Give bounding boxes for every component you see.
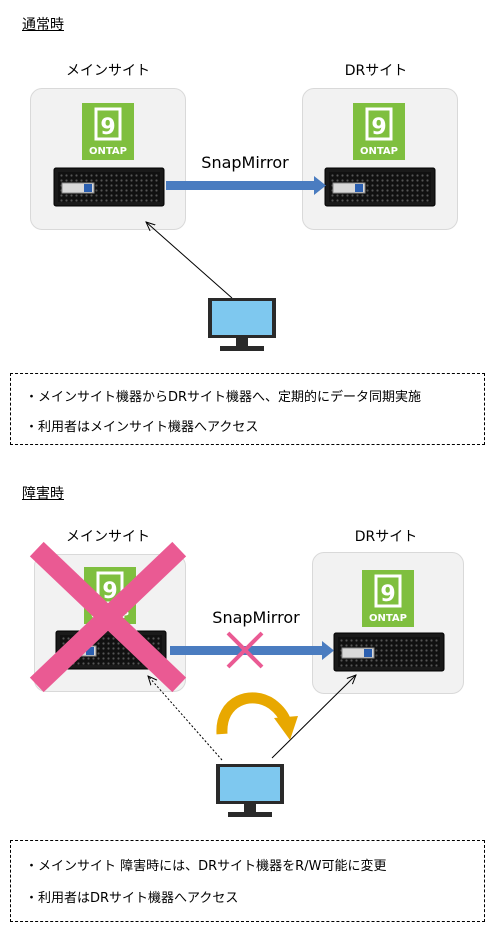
ontap-logo-number: 9 bbox=[371, 115, 386, 140]
failover-curved-arrow-icon bbox=[216, 692, 298, 740]
ontap-logo-icon: 9 ONTAP bbox=[362, 570, 414, 627]
ontap-logo-number: 9 bbox=[380, 582, 395, 607]
ontap-logo-icon: 9 ONTAP bbox=[82, 103, 134, 160]
monitor-icon bbox=[216, 764, 284, 817]
ontap-logo-icon: 9 ONTAP bbox=[353, 103, 405, 160]
ontap-logo-text: ONTAP bbox=[369, 613, 407, 624]
note-line: ・メインサイト機器からDRサイト機器へ、定期的にデータ同期実施 bbox=[25, 390, 422, 405]
section-title-failure: 障害時 bbox=[22, 486, 64, 502]
note-line: ・利用者はDRサイト機器へアクセス bbox=[25, 891, 239, 906]
connector-arrows bbox=[0, 176, 326, 299]
note-box-normal: ・メインサイト機器からDRサイト機器へ、定期的にデータ同期実施 ・利用者はメイン… bbox=[10, 373, 485, 445]
former-access-arrow bbox=[148, 676, 223, 761]
dr-site-label: DRサイト bbox=[344, 63, 408, 79]
dr-site-label: DRサイト bbox=[354, 529, 418, 545]
snapmirror-arrow bbox=[166, 176, 326, 195]
user-access-arrow bbox=[146, 222, 233, 299]
ontap-logo-text: ONTAP bbox=[360, 146, 398, 157]
snapmirror-label: SnapMirror bbox=[212, 608, 300, 627]
snapmirror-cross-icon bbox=[226, 631, 264, 669]
note-line: ・利用者はメインサイト機器へアクセス bbox=[25, 420, 259, 435]
ontap-logo-number: 9 bbox=[100, 115, 115, 140]
main-site-failure-cross-icon bbox=[29, 541, 187, 693]
note-line: ・メインサイト 障害時には、DRサイト機器をR/W可能に変更 bbox=[25, 859, 387, 874]
user-access-arrow bbox=[271, 675, 356, 759]
ontap-logo-text: ONTAP bbox=[89, 146, 127, 157]
section-title-normal: 通常時 bbox=[22, 17, 64, 33]
snapmirror-label: SnapMirror bbox=[201, 153, 289, 172]
monitor-icon bbox=[208, 298, 276, 351]
storage-appliance-icon bbox=[333, 632, 445, 672]
storage-appliance-icon bbox=[53, 167, 165, 207]
main-site-label: メインサイト bbox=[66, 529, 150, 545]
note-box-failure: ・メインサイト 障害時には、DRサイト機器をR/W可能に変更 ・利用者はDRサイ… bbox=[10, 840, 485, 922]
storage-appliance-icon bbox=[324, 167, 436, 207]
main-site-label: メインサイト bbox=[66, 63, 150, 79]
